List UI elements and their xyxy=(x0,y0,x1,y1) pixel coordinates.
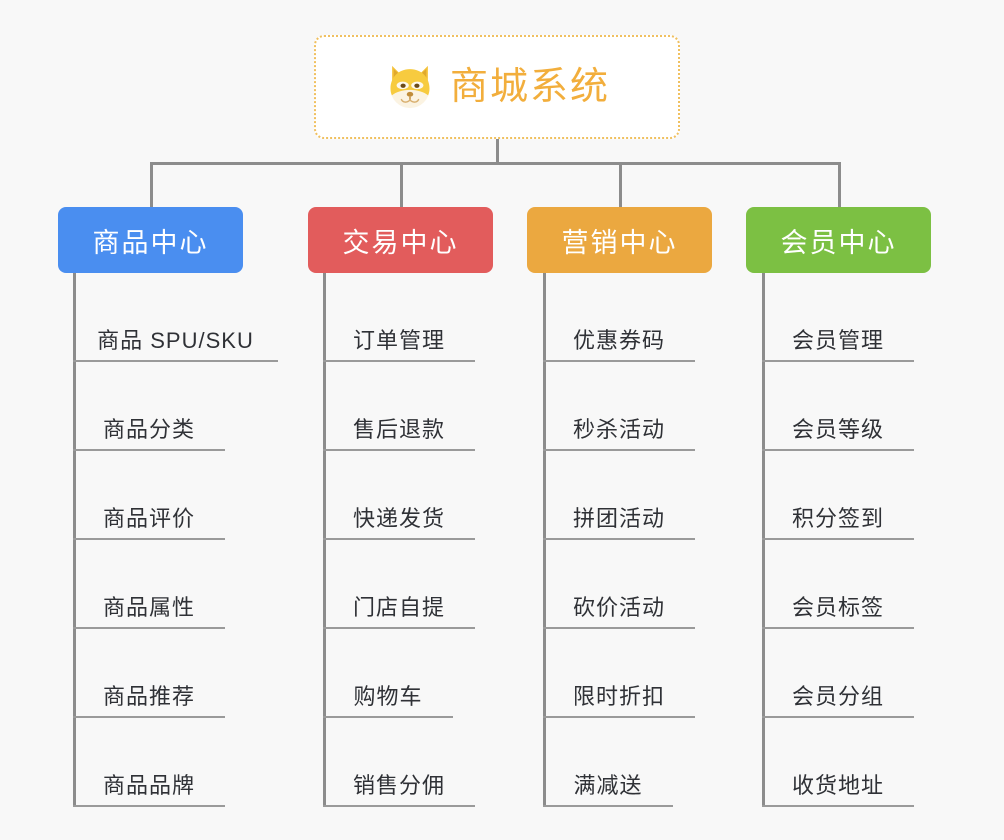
leaf-item[interactable]: 会员分组 xyxy=(762,629,914,718)
leaf-item-label: 积分签到 xyxy=(791,505,884,531)
leaf-spine xyxy=(73,273,76,807)
leaf-item-label: 秒杀活动 xyxy=(572,416,665,442)
root-node[interactable]: 商城系统 xyxy=(314,35,680,139)
leaf-spine xyxy=(323,273,326,807)
category-box-2[interactable]: 交易中心 xyxy=(308,207,493,273)
leaf-item[interactable]: 商品品牌 xyxy=(73,718,225,807)
leaf-item[interactable]: 积分签到 xyxy=(762,451,914,540)
category-box-3[interactable]: 营销中心 xyxy=(527,207,712,273)
leaf-item-label: 商品 SPU/SKU xyxy=(97,327,254,353)
connector-drop-1 xyxy=(150,162,153,208)
category-box-1[interactable]: 商品中心 xyxy=(58,207,243,273)
leaf-item-label: 快递发货 xyxy=(352,505,445,531)
leaf-item-label: 门店自提 xyxy=(352,594,445,620)
leaf-spine xyxy=(762,273,765,807)
leaf-item[interactable]: 商品评价 xyxy=(73,451,225,540)
category-label: 商品中心 xyxy=(92,227,209,258)
leaf-item-label: 商品分类 xyxy=(102,416,195,442)
leaf-item[interactable]: 订单管理 xyxy=(323,273,475,362)
leaf-item[interactable]: 砍价活动 xyxy=(543,540,695,629)
connector-drop-2 xyxy=(400,162,403,208)
leaf-item[interactable]: 秒杀活动 xyxy=(543,362,695,451)
leaf-item-label: 商品品牌 xyxy=(102,772,195,798)
connector-root-stem xyxy=(496,139,499,164)
leaf-item[interactable]: 销售分佣 xyxy=(323,718,475,807)
leaf-item[interactable]: 会员管理 xyxy=(762,273,914,362)
leaf-item[interactable]: 收货地址 xyxy=(762,718,914,807)
leaf-item[interactable]: 商品分类 xyxy=(73,362,225,451)
leaf-item-label: 砍价活动 xyxy=(572,594,665,620)
leaf-item-label: 会员标签 xyxy=(791,594,884,620)
leaf-item-label: 售后退款 xyxy=(352,416,445,442)
leaf-spine xyxy=(543,273,546,807)
leaf-item[interactable]: 商品推荐 xyxy=(73,629,225,718)
leaf-item-label: 拼团活动 xyxy=(572,505,665,531)
leaf-item-label: 购物车 xyxy=(353,683,423,709)
category-label: 会员中心 xyxy=(780,227,897,258)
leaf-item[interactable]: 拼团活动 xyxy=(543,451,695,540)
leaf-item[interactable]: 满减送 xyxy=(543,718,673,807)
connector-drop-3 xyxy=(619,162,622,208)
leaf-item[interactable]: 会员标签 xyxy=(762,540,914,629)
shiba-dog-icon xyxy=(390,65,430,109)
leaf-item[interactable]: 商品属性 xyxy=(73,540,225,629)
leaf-item[interactable]: 优惠券码 xyxy=(543,273,695,362)
leaf-item-label: 限时折扣 xyxy=(572,683,665,709)
leaf-item[interactable]: 快递发货 xyxy=(323,451,475,540)
leaf-item-label: 收货地址 xyxy=(791,772,884,798)
connector-trunk-bar xyxy=(150,162,840,165)
category-box-4[interactable]: 会员中心 xyxy=(746,207,931,273)
leaf-item-label: 商品推荐 xyxy=(102,683,195,709)
leaf-item[interactable]: 限时折扣 xyxy=(543,629,695,718)
leaf-item[interactable]: 门店自提 xyxy=(323,540,475,629)
leaf-item[interactable]: 购物车 xyxy=(323,629,453,718)
leaf-item-label: 会员等级 xyxy=(791,416,884,442)
leaf-item-label: 商品属性 xyxy=(102,594,195,620)
category-label: 交易中心 xyxy=(342,227,459,258)
leaf-item-label: 订单管理 xyxy=(352,327,445,353)
leaf-item-label: 商品评价 xyxy=(102,505,195,531)
leaf-item-label: 会员分组 xyxy=(791,683,884,709)
leaf-item[interactable]: 售后退款 xyxy=(323,362,475,451)
leaf-item[interactable]: 商品 SPU/SKU xyxy=(73,273,278,362)
leaf-item-label: 优惠券码 xyxy=(572,327,665,353)
category-label: 营销中心 xyxy=(561,227,678,258)
leaf-item-label: 满减送 xyxy=(573,772,643,798)
leaf-item-label: 会员管理 xyxy=(791,327,884,353)
root-title: 商城系统 xyxy=(449,66,610,108)
leaf-item[interactable]: 会员等级 xyxy=(762,362,914,451)
connector-drop-4 xyxy=(838,162,841,208)
leaf-item-label: 销售分佣 xyxy=(352,772,445,798)
